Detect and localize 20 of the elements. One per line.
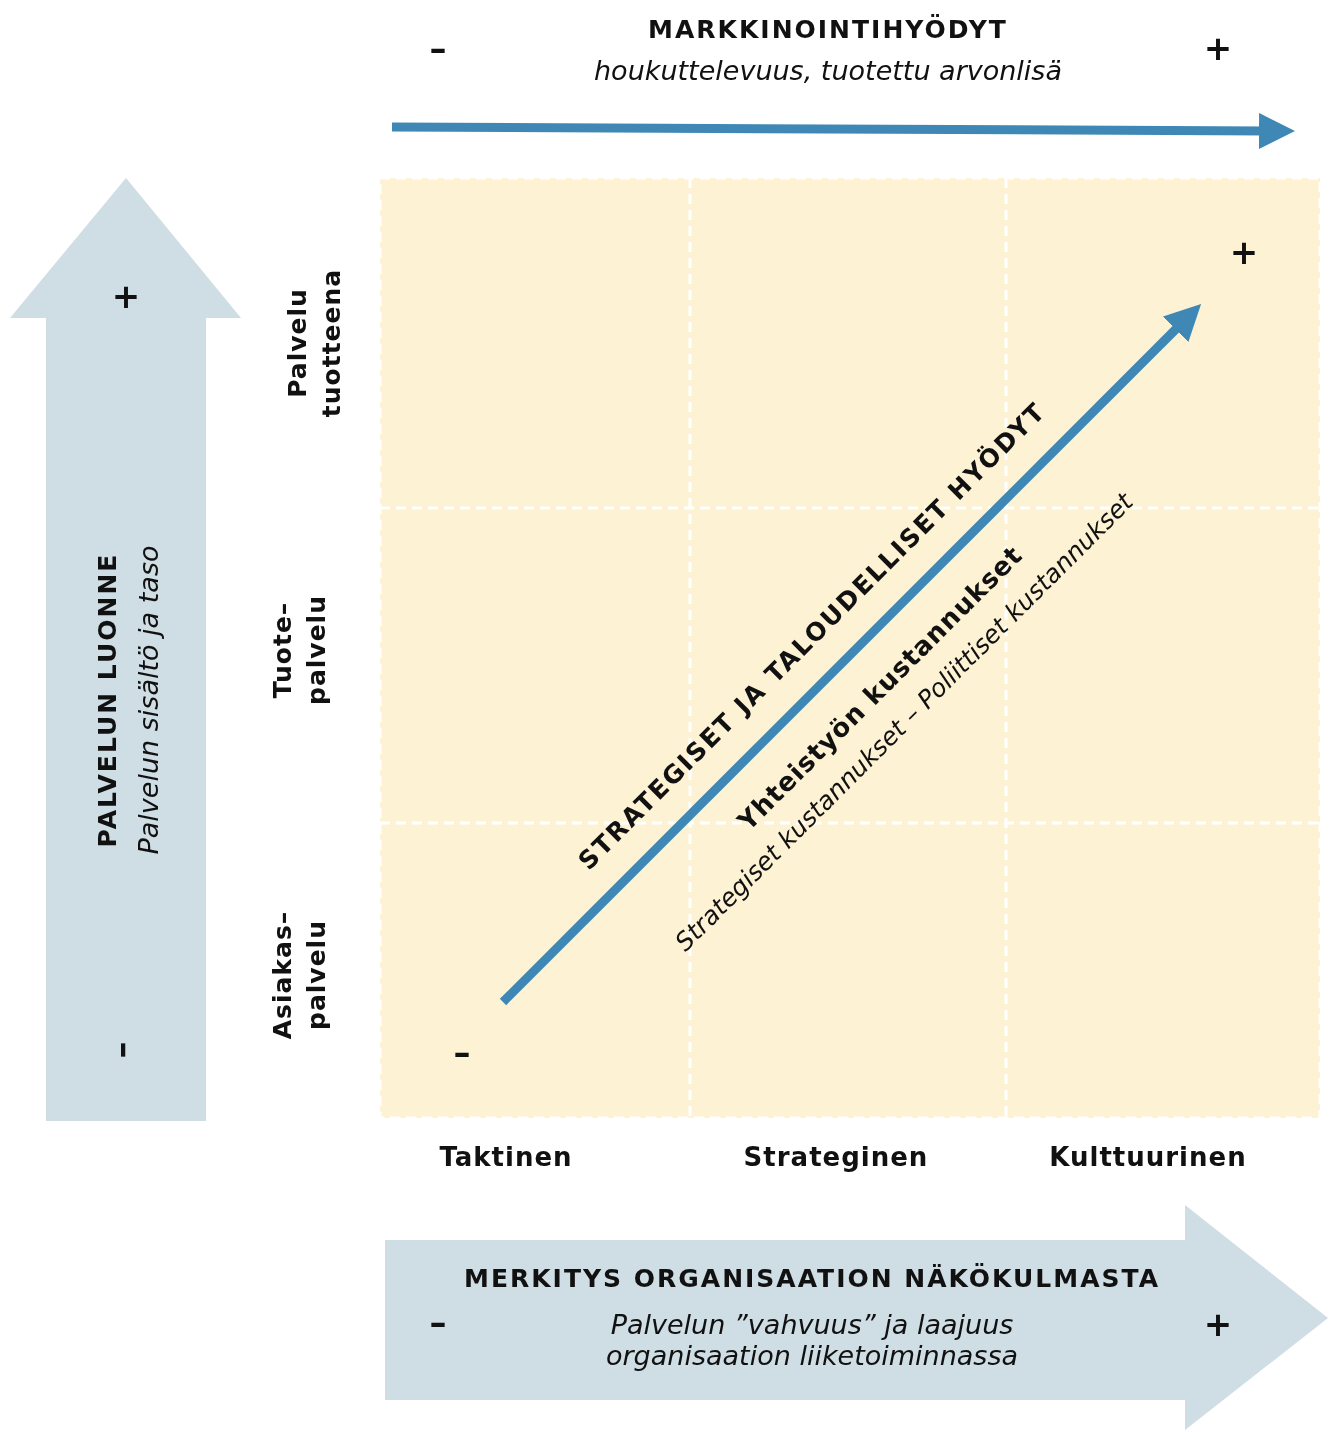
row-label: Palvelu tuotteena bbox=[282, 268, 347, 418]
axis-title: MERKITYS ORGANISAATION NÄKÖKULMASTA bbox=[464, 1263, 1160, 1293]
column-label: Kulttuurinen bbox=[1049, 1142, 1247, 1172]
axis-title: PALVELUN LUONNE bbox=[92, 552, 122, 848]
plus-sign: + bbox=[1203, 1304, 1233, 1344]
column-label: Taktinen bbox=[439, 1142, 573, 1172]
column-label: Strateginen bbox=[743, 1142, 929, 1172]
axis-subtitle: Palvelun ”vahvuus” ja laajuus organisaation liiketoiminnassa bbox=[605, 1309, 1019, 1371]
plus-sign: + bbox=[111, 276, 141, 316]
row-label: Asiakas– palvelu bbox=[267, 910, 332, 1040]
minus-sign: – bbox=[106, 1041, 146, 1059]
minus-sign: – bbox=[429, 1302, 447, 1342]
minus-sign: – bbox=[429, 28, 447, 68]
row-label: Tuote– palvelu bbox=[267, 595, 332, 705]
plus-sign: + bbox=[1229, 232, 1259, 272]
minus-sign: – bbox=[453, 1032, 471, 1072]
axis-subtitle: houkuttelevuus, tuotettu arvonlisä bbox=[594, 54, 1062, 86]
axis-title: MARKKINOINTIHYÖDYT bbox=[648, 14, 1008, 44]
plus-sign: + bbox=[1203, 28, 1233, 68]
axis-subtitle: Palvelun sisältö ja taso bbox=[132, 545, 164, 855]
